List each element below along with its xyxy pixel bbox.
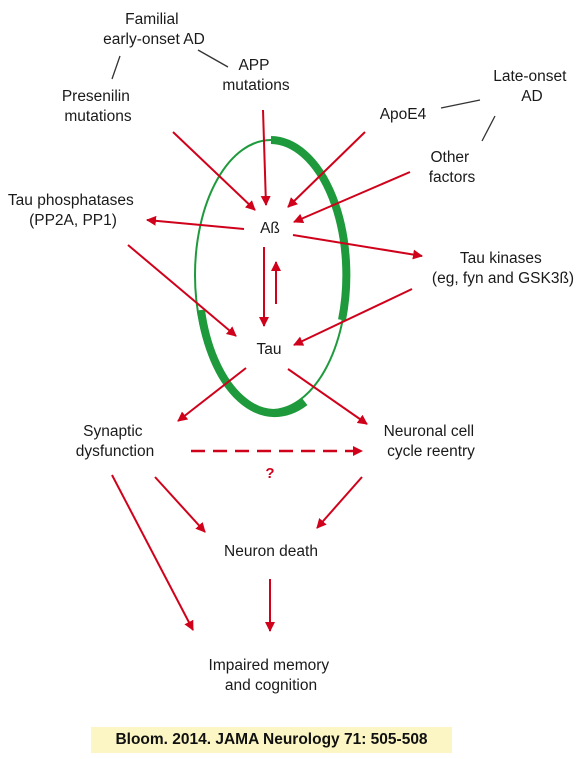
connector-familial-app xyxy=(197,49,229,68)
cycle-ring xyxy=(194,136,351,418)
arrow-presenilin-to-abeta xyxy=(172,131,256,211)
label-tau: Tau xyxy=(257,341,282,358)
connector-lines xyxy=(111,49,496,142)
connector-lateonset-apoe4 xyxy=(440,99,481,109)
label-apoe4: ApoE4 xyxy=(380,106,427,123)
label-tau-phosphatases: Tau phosphatases (PP2A, PP1) xyxy=(8,192,138,229)
arrow-app-to-abeta xyxy=(260,109,271,206)
label-abeta: Aß xyxy=(260,220,280,237)
arrow-synaptic-to-impaired xyxy=(111,474,194,631)
label-question: ? xyxy=(265,465,274,482)
arrows xyxy=(111,109,423,632)
label-other-factors: Other factors xyxy=(429,149,476,186)
arrow-abeta-to-kinases xyxy=(292,234,423,260)
connector-lateonset-other xyxy=(481,115,496,142)
label-presenilin: Presenilin mutations xyxy=(62,88,134,125)
arrow-tau-to-synaptic xyxy=(177,367,247,422)
connector-familial-presenilin xyxy=(111,55,121,80)
label-impaired: Impaired memory and cognition xyxy=(209,657,334,694)
labels: Familial early-onset AD Presenilin mutat… xyxy=(8,11,574,694)
citation: Bloom. 2014. JAMA Neurology 71: 505-508 xyxy=(91,727,452,753)
arrow-kinases-to-tau xyxy=(293,288,413,346)
arrow-other-to-abeta xyxy=(293,171,411,224)
arrow-phosphatases-to-tau xyxy=(127,244,237,337)
arrow-tau-to-neuronal xyxy=(287,368,368,425)
arrow-neuronal-to-neurondeath xyxy=(316,476,363,529)
arrow-synaptic-to-neurondeath xyxy=(154,476,206,533)
label-familial-ad: Familial early-onset AD xyxy=(103,11,205,48)
label-synaptic: Synaptic dysfunction xyxy=(76,423,154,460)
label-late-onset: Late-onset AD xyxy=(493,68,571,105)
label-neuronal-cell: Neuronal cell cycle reentry xyxy=(384,423,479,460)
label-tau-kinases: Tau kinases (eg, fyn and GSK3ß) xyxy=(432,250,574,287)
arrow-apoe4-to-abeta xyxy=(287,131,366,208)
label-app: APP mutations xyxy=(222,57,289,94)
label-neuron-death: Neuron death xyxy=(224,543,318,560)
arrow-abeta-to-phosphatases xyxy=(146,215,245,230)
